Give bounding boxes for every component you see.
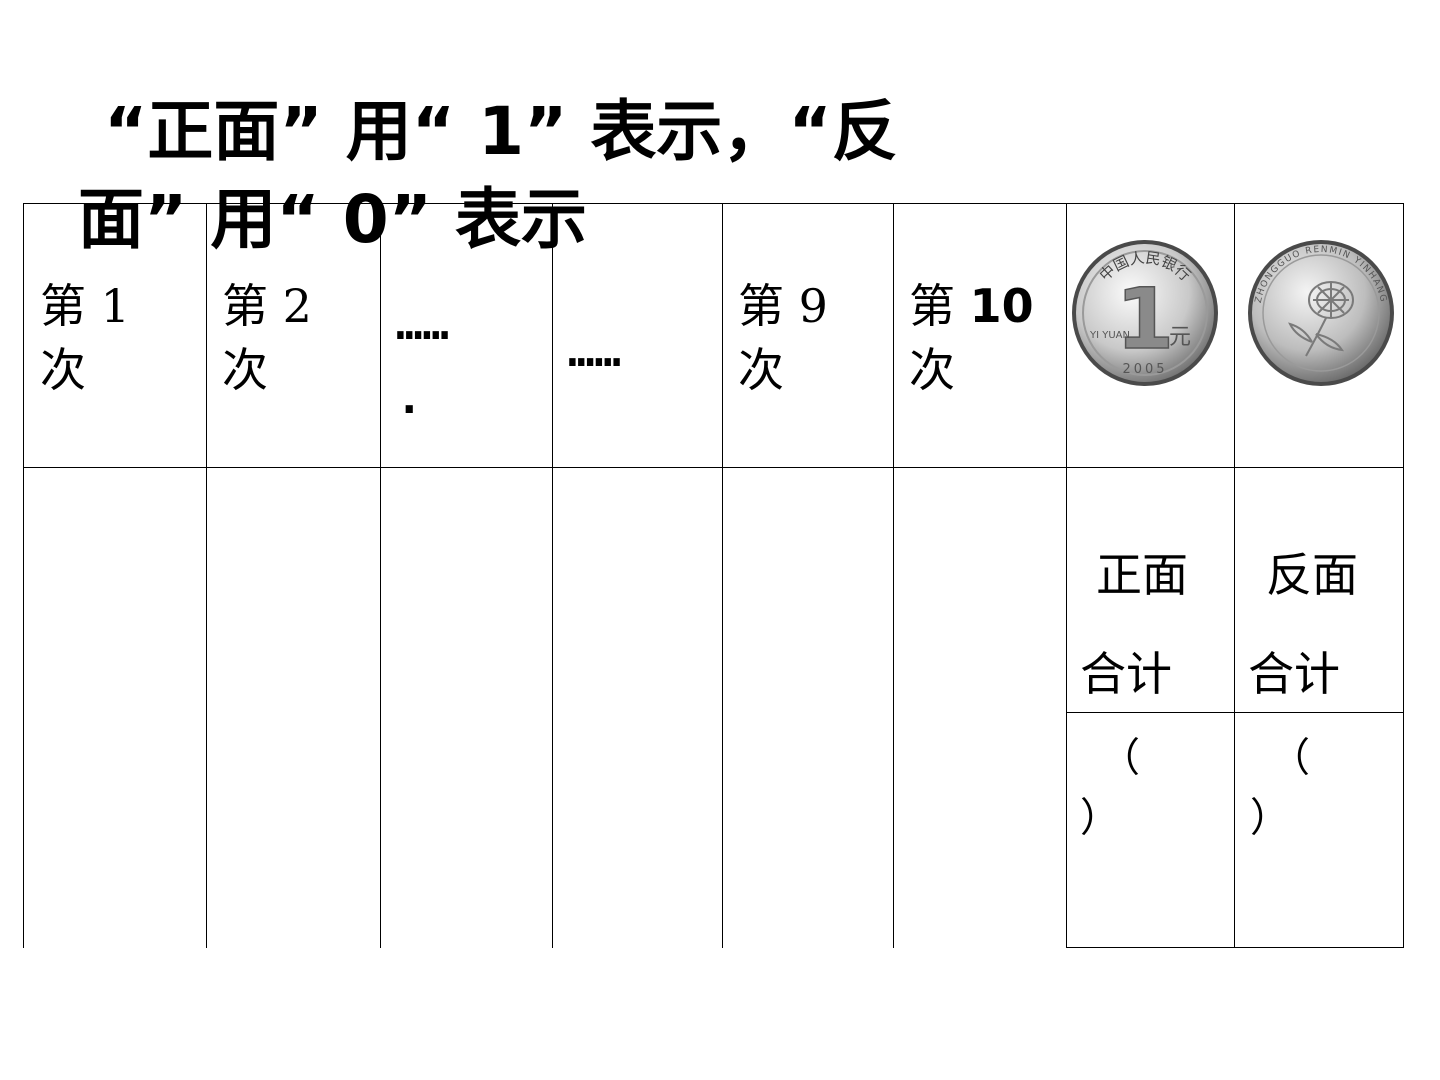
back-total-label: 反面 [1266, 512, 1358, 638]
svg-text:元: 元 [1169, 325, 1191, 350]
header-trial-2: 第 2 次 [222, 274, 312, 402]
title-line-2: 面” 用“ 0” 表示 [78, 181, 587, 258]
header-trial-10-line-b: 次 [909, 343, 955, 397]
coin-back-chrysanthemum-icon: ZHONGGUO RENMIN YINHANG [1248, 240, 1394, 386]
svg-text:YI YUAN: YI YUAN [1089, 330, 1130, 341]
coin-front-1-yuan-icon: 中国人民银行 1 元 YI YUAN 2005 [1072, 240, 1218, 386]
header-trial-10-prefix: 第 [909, 279, 970, 333]
totals-divider [1066, 712, 1404, 713]
svg-text:1: 1 [1116, 270, 1174, 368]
col-border-3 [552, 203, 553, 948]
front-total-label: 正面 [1096, 512, 1188, 638]
back-total-open-paren: （ [1270, 735, 1310, 781]
header-ellipsis-1: …… . [396, 288, 449, 436]
svg-text:2005: 2005 [1122, 362, 1167, 377]
col-border-1 [206, 203, 207, 948]
back-total-close-paren: ） [1250, 795, 1290, 841]
col-border-4 [722, 203, 723, 948]
header-ellipsis-2: …… [568, 326, 621, 377]
header-ellipsis-1-line-a: …… [396, 299, 449, 350]
title-line-1: “正面” 用“ 1” 表示，“反 [104, 93, 898, 170]
totals-bottom-border [1066, 947, 1404, 948]
back-total-label-b: 合计 [1248, 647, 1340, 701]
front-total-close-paren: ） [1080, 795, 1120, 841]
col-border-6 [1066, 203, 1067, 948]
header-trial-10-number: 10 [969, 279, 1034, 333]
front-total-open-paren: （ [1100, 735, 1140, 781]
back-total-label-a: 反面 [1266, 548, 1358, 602]
header-trial-1-line-a: 第 1 [40, 279, 130, 333]
header-trial-10: 第 10 次 [909, 274, 1034, 402]
header-row-divider [23, 467, 1404, 468]
header-trial-2-line-a: 第 2 [222, 279, 312, 333]
header-trial-1-line-b: 次 [40, 343, 86, 397]
header-trial-9-line-b: 次 [738, 343, 784, 397]
col-border-5 [893, 203, 894, 948]
col-border-7 [1234, 203, 1235, 948]
header-ellipsis-1-line-b: . [396, 373, 423, 424]
header-trial-2-line-b: 次 [222, 343, 268, 397]
col-border-2 [380, 203, 381, 948]
back-total-value[interactable]: （ ） [1250, 728, 1310, 848]
col-border-0 [23, 203, 24, 948]
header-trial-9: 第 9 次 [738, 274, 828, 402]
header-trial-1: 第 1 次 [40, 274, 130, 402]
table-top-border [23, 203, 1404, 204]
col-border-8 [1403, 203, 1404, 948]
header-trial-9-line-a: 第 9 [738, 279, 828, 333]
front-total-label-a: 正面 [1096, 548, 1188, 602]
front-total-label-b: 合计 [1080, 647, 1172, 701]
front-total-value[interactable]: （ ） [1080, 728, 1140, 848]
page-title: “正面” 用“ 1” 表示，“反 面” 用“ 0” 表示 [78, 88, 1078, 264]
